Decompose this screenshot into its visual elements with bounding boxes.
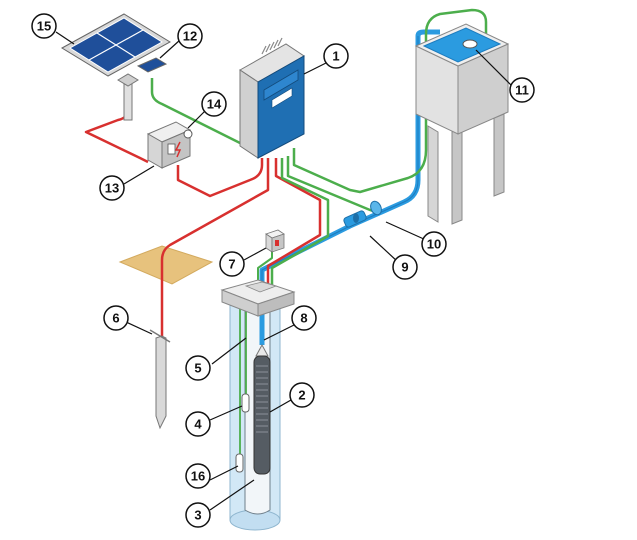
callout-10: 10 [421,231,447,257]
callout-13-label: 13 [105,181,119,196]
signal-cable-panel [150,78,253,152]
callout-8: 8 [291,305,317,331]
power-cable-ground [160,158,270,336]
callout-9: 9 [392,254,418,280]
flow-meter [343,200,382,228]
solar-panel [61,13,171,121]
signal-cable-well [270,158,330,290]
level-sensor-upper [241,393,250,413]
callout-7-label: 7 [228,257,235,272]
water-tank [414,23,510,225]
callout-2-label: 2 [298,388,305,403]
power-cable-pump [266,158,322,290]
irradiance-sensor [136,57,168,73]
ground-patch [118,245,214,285]
signal-cable-meter [286,156,377,214]
well-head [220,279,296,317]
callout-1-label: 1 [332,49,339,64]
callout-16: 16 [185,463,211,489]
pressure-switch [265,229,285,253]
signal-cable-tank [292,8,488,194]
callout-15-label: 15 [37,19,51,34]
callout-3-label: 3 [194,508,201,523]
callout-14-label: 14 [207,97,222,112]
callout-3: 3 [185,502,211,528]
submersible-pump [253,343,271,475]
callout-6-label: 6 [112,311,119,326]
callout-1: 1 [323,43,349,69]
callout-8-label: 8 [300,311,307,326]
callout-10-label: 10 [427,237,441,252]
callout-13: 13 [99,175,125,201]
level-sensor-lower [235,453,244,473]
callout-4-label: 4 [194,417,202,432]
callout-11: 11 [509,77,535,103]
callout-5: 5 [185,355,211,381]
callout-6: 6 [103,305,129,331]
power-cable-panel [84,95,149,164]
callout-4: 4 [185,411,211,437]
ground-rod [149,329,171,430]
callout-12: 12 [177,23,203,49]
dc-disconnect-switch [146,121,193,169]
callout-14: 14 [201,91,227,117]
callout-12-label: 12 [183,29,197,44]
callout-7: 7 [219,251,245,277]
pump-controller [239,37,305,159]
callout-9-label: 9 [401,260,408,275]
callout-5-label: 5 [194,361,201,376]
callout-15: 15 [31,13,57,39]
power-cable-disconnect [176,158,264,198]
callout-2: 2 [289,382,315,408]
water-pipe-outline [261,36,419,295]
callout-16-label: 16 [191,469,205,484]
callout-11-label: 11 [515,83,529,98]
